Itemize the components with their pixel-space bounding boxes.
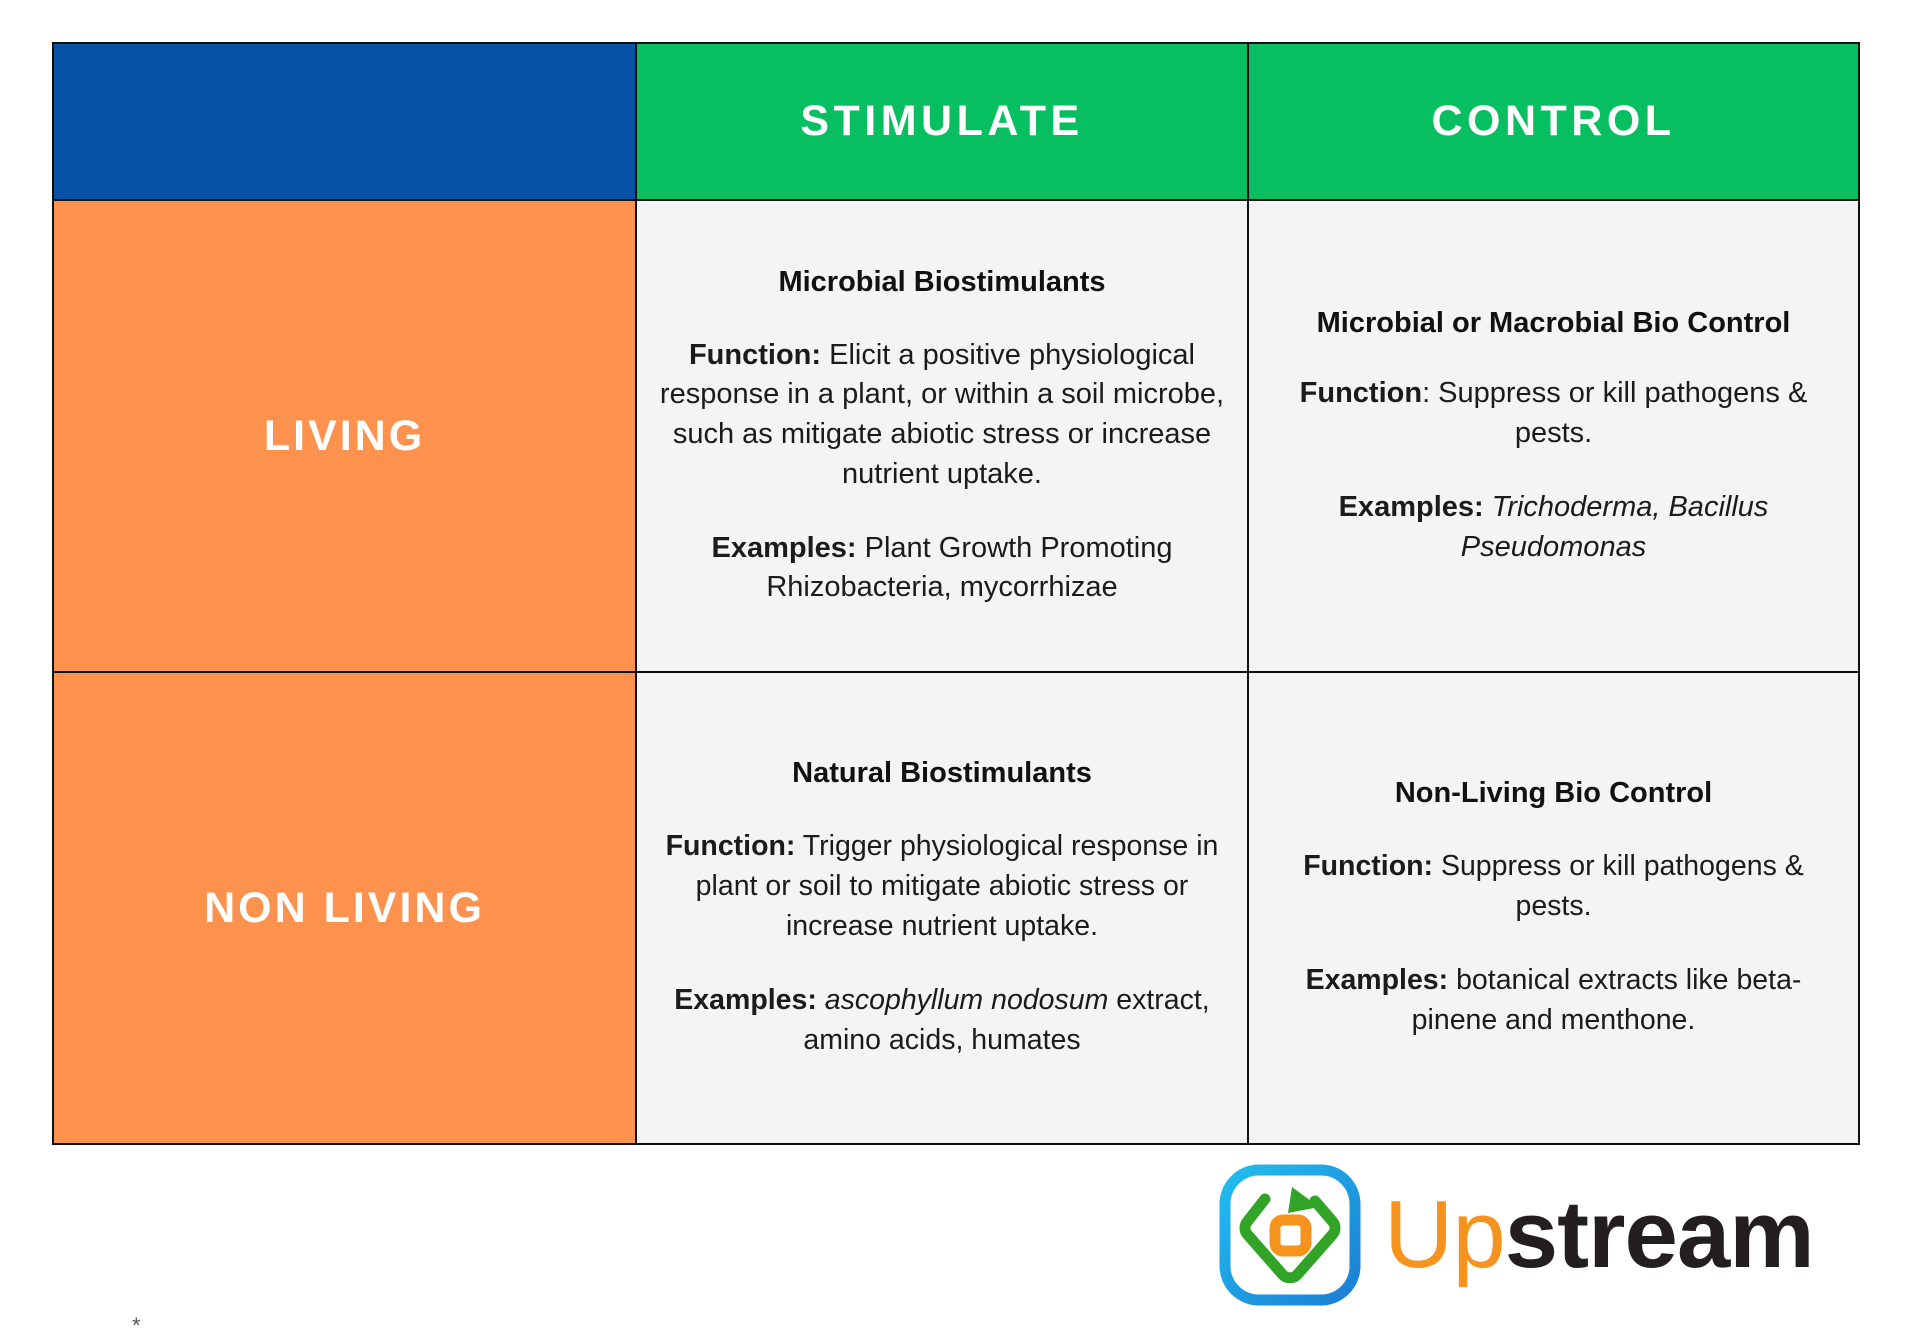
examples-italic: ascophyllum nodosum	[824, 983, 1109, 1016]
function-text: Suppress or kill pathogens & pests.	[1433, 850, 1804, 922]
examples-text	[1484, 491, 1492, 523]
cell-examples-living-control: Examples: Trichoderma, Bacillus Pseudomo…	[1275, 488, 1832, 567]
table-row-living: LIVING Microbial Biostimulants Function:…	[52, 199, 1860, 673]
cell-function-living-stimulate: Function: Elicit a positive physiologica…	[643, 336, 1241, 495]
examples-text	[817, 984, 825, 1016]
examples-label: Examples:	[1338, 490, 1484, 523]
header-cell-stimulate: STIMULATE	[635, 42, 1249, 201]
cell-living-control: Microbial or Macrobial Bio Control Funct…	[1247, 199, 1860, 673]
function-label: Function:	[1303, 850, 1434, 883]
examples-label: Examples:	[674, 983, 817, 1016]
cell-title-natural-biostimulants: Natural Biostimulants	[792, 757, 1092, 790]
cell-function-non-living-stimulate: Function: Trigger physiological response…	[643, 827, 1241, 947]
cell-title-microbial-macrobial-bio-control: Microbial or Macrobial Bio Control	[1316, 306, 1791, 339]
row-label-non-living: NON LIVING	[204, 883, 485, 932]
function-text: Trigger physiological response in plant …	[695, 830, 1219, 942]
function-text: Elicit a positive physiological response…	[659, 338, 1225, 490]
cell-title-non-living-bio-control: Non-Living Bio Control	[1394, 777, 1713, 810]
examples-tail: extract, amino acids, humates	[803, 983, 1210, 1056]
wordmark-up: Up	[1384, 1181, 1506, 1288]
row-label-cell-non-living: NON LIVING	[52, 671, 637, 1145]
cell-examples-non-living-control: Examples: botanical extracts like beta-p…	[1275, 961, 1832, 1041]
header-label-stimulate: STIMULATE	[800, 96, 1084, 145]
row-label-living: LIVING	[263, 411, 426, 460]
cell-non-living-stimulate: Natural Biostimulants Function: Trigger …	[635, 671, 1249, 1145]
function-label: Function	[1299, 377, 1423, 410]
footnote-asterisk: *	[132, 1313, 141, 1338]
cell-examples-non-living-stimulate: Examples: ascophyllum nodosum extract, a…	[643, 981, 1241, 1061]
cell-function-living-control: Function: Suppress or kill pathogens & p…	[1275, 374, 1832, 453]
examples-text: Plant Growth Promoting Rhizobacteria, my…	[766, 531, 1173, 604]
upstream-logo: Upstream	[1218, 1163, 1815, 1307]
upstream-wordmark: Upstream	[1384, 1187, 1815, 1283]
header-label-control: CONTROL	[1431, 96, 1676, 145]
biologicals-matrix-table: STIMULATE CONTROL LIVING Microbial Biost…	[52, 42, 1860, 1145]
cell-title-microbial-biostimulants: Microbial Biostimulants	[778, 266, 1106, 298]
header-corner-cell	[52, 42, 637, 201]
header-cell-control: CONTROL	[1247, 42, 1860, 201]
wordmark-stream: stream	[1504, 1181, 1815, 1288]
cell-non-living-control: Non-Living Bio Control Function: Suppres…	[1247, 671, 1860, 1145]
table-header-row: STIMULATE CONTROL	[52, 42, 1860, 201]
examples-text: botanical extracts like beta-pinene and …	[1411, 963, 1802, 1036]
function-label: Function:	[688, 338, 822, 371]
cell-function-non-living-control: Function: Suppress or kill pathogens & p…	[1275, 847, 1832, 927]
function-label: Function:	[665, 830, 796, 863]
cell-living-stimulate: Microbial Biostimulants Function: Elicit…	[635, 199, 1249, 673]
examples-italic: Trichoderma, Bacillus Pseudomonas	[1460, 490, 1769, 563]
examples-label: Examples:	[1305, 963, 1449, 996]
function-text: : Suppress or kill pathogens & pests.	[1422, 377, 1808, 450]
row-label-cell-living: LIVING	[52, 199, 637, 673]
cell-examples-living-stimulate: Examples: Plant Growth Promoting Rhizoba…	[643, 529, 1241, 608]
examples-label: Examples:	[711, 531, 857, 564]
upstream-recycle-mark-icon	[1219, 1164, 1361, 1306]
table-row-non-living: NON LIVING Natural Biostimulants Functio…	[52, 671, 1860, 1145]
